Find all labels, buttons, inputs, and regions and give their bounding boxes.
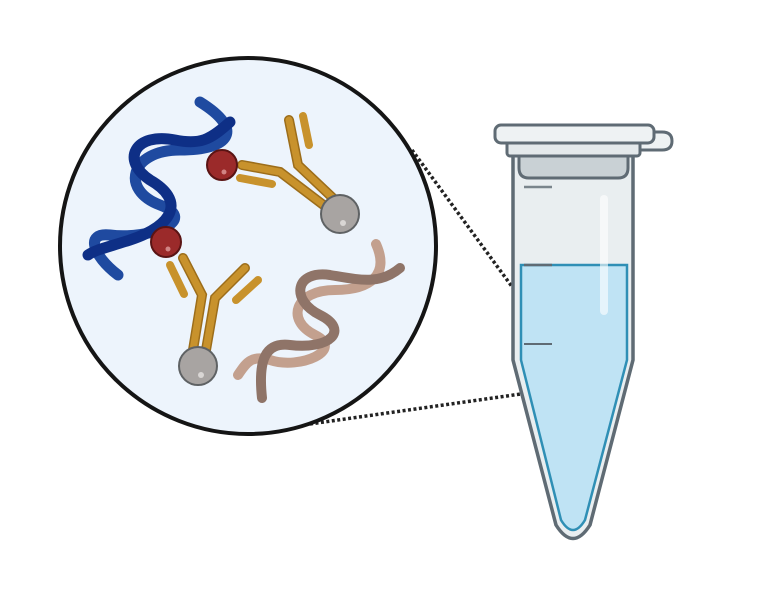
antibody-lower-tip-a [166, 261, 188, 298]
antibody-upper-tip-a [236, 174, 276, 188]
gray-bead-upper [320, 194, 360, 234]
red-label-lower [150, 226, 182, 258]
tube-plug [517, 154, 630, 180]
dna-light-brown-icon [233, 239, 405, 403]
red-label-upper [206, 149, 238, 181]
zoom-line-lower [309, 383, 585, 426]
dna-dark-strand-b [82, 116, 236, 261]
dna-light-strand-b [255, 263, 405, 403]
dna-dark-blue-icon [82, 96, 236, 281]
antibody-lower-tip-b [232, 276, 262, 304]
microcentrifuge-tube-icon [493, 123, 674, 541]
antibody-upper-tip-b [299, 112, 313, 149]
tube-highlight [600, 195, 608, 315]
gray-bead-lower [178, 346, 218, 386]
tube-liquid [519, 263, 629, 532]
dna-dark-strand-a [89, 96, 233, 281]
antibody-icon-lower [166, 253, 262, 386]
antibody-icon-upper [236, 112, 360, 234]
tube-cap [493, 123, 656, 145]
